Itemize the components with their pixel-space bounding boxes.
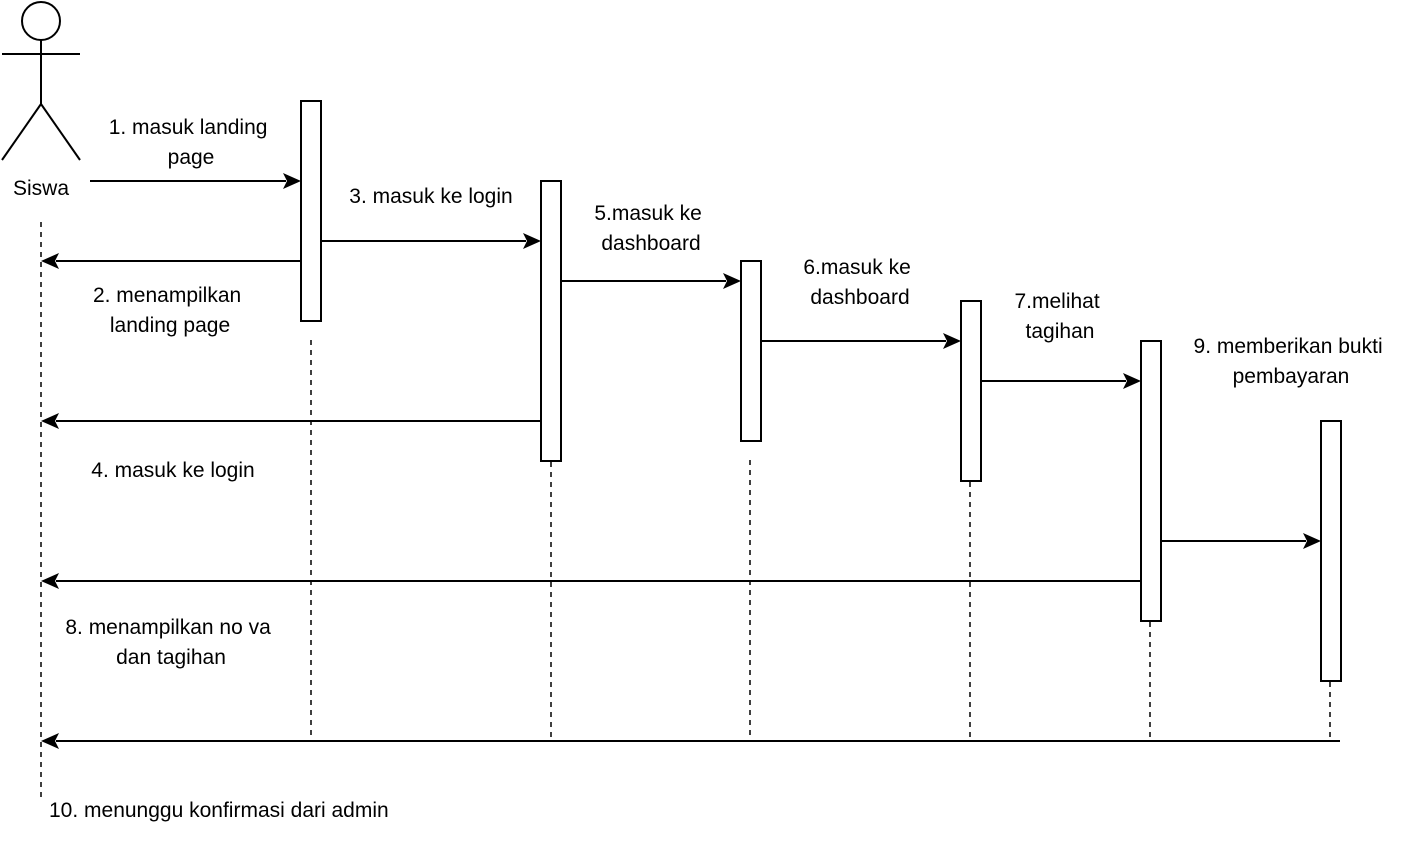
message-2: 2. menampilkan landing page [41,253,301,337]
activation-6 [1320,420,1342,682]
activation-5 [1140,340,1162,622]
actor-left-leg [1,103,42,161]
message-4-arrowhead [41,413,59,429]
message-2-arrowhead [41,253,59,269]
message-10: 10. menunggu konfirmasi dari admin [41,733,1340,822]
actor-head [21,1,61,41]
message-3-label: 3. masuk ke login [349,185,512,208]
message-6-label-line-1: 6.masuk ke [803,256,910,279]
message-8: 8. menampilkan no va dan tagihan [41,573,1141,669]
message-8-label-line-2: dan tagihan [116,646,226,669]
message-6-arrowhead [943,333,961,349]
message-5-label-line-1: 5.masuk ke [594,202,701,225]
message-1-arrowhead [283,173,301,189]
message-5-label-line-2: dashboard [601,232,700,255]
activation-4 [960,300,982,482]
message-9: 9. memberikan bukti pembayaran [1161,335,1389,549]
message-1: 1. masuk landing page [90,116,301,189]
message-5-label: 5.masuk ke dashboard [594,202,707,255]
message-9-label: 9. memberikan bukti pembayaran [1194,335,1389,388]
message-10-label-line-1: 10. menunggu konfirmasi dari admin [49,799,389,822]
activation-2 [540,180,562,462]
message-9-label-line-1: 9. memberikan bukti [1194,335,1383,358]
message-5-arrowhead [723,273,741,289]
message-3-label-line-1: 3. masuk ke login [349,185,512,208]
message-7-label: 7.melihat tagihan [1014,290,1105,343]
message-4: 4. masuk ke login [41,413,541,482]
message-3-arrowhead [523,233,541,249]
message-9-arrowhead [1303,533,1321,549]
message-1-label: 1. masuk landing page [109,116,274,169]
actor-right-leg [40,103,81,161]
message-4-label-line-1: 4. masuk ke login [91,459,254,482]
message-7-label-line-1: 7.melihat [1014,290,1099,313]
message-7-arrowhead [1123,373,1141,389]
message-2-label-line-1: 2. menampilkan [93,284,241,307]
message-10-arrowhead [41,733,59,749]
message-7-label-line-2: tagihan [1026,320,1095,343]
message-2-label: 2. menampilkan landing page [93,284,247,337]
message-4-label: 4. masuk ke login [91,459,254,482]
message-3: 3. masuk ke login [321,185,541,249]
message-9-label-line-2: pembayaran [1233,365,1350,388]
message-8-label: 8. menampilkan no va dan tagihan [65,616,276,669]
actor-siswa: Siswa [1,1,81,200]
message-8-arrowhead [41,573,59,589]
message-1-label-line-1: 1. masuk landing [109,116,268,139]
activation-1 [300,100,322,322]
message-6: 6.masuk ke dashboard [761,256,961,349]
message-10-label: 10. menunggu konfirmasi dari admin [49,799,389,822]
actor-name: Siswa [13,177,69,200]
activation-3 [740,260,762,442]
lifelines [40,222,1331,800]
message-8-label-line-1: 8. menampilkan no va [65,616,271,639]
message-5: 5.masuk ke dashboard [561,202,741,289]
message-6-label: 6.masuk ke dashboard [803,256,916,309]
message-1-label-line-2: page [168,146,215,169]
message-7: 7.melihat tagihan [981,290,1141,389]
activations [300,100,1342,682]
message-6-label-line-2: dashboard [810,286,909,309]
message-2-label-line-2: landing page [110,314,230,337]
